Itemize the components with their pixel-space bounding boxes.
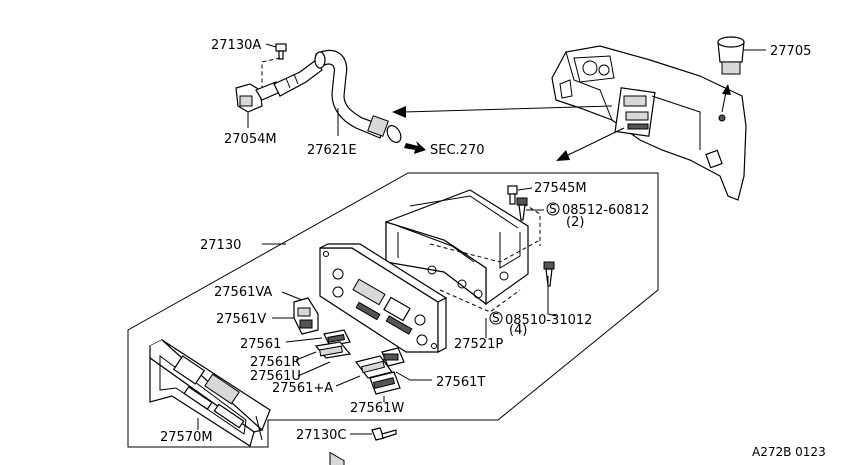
label-08510-qty: (4) <box>509 323 527 338</box>
symbol-s-1: S <box>549 202 557 216</box>
button-27561w <box>369 371 401 395</box>
label-27621e: 27621E <box>307 143 357 158</box>
label-27521p: 27521P <box>454 337 503 352</box>
label-27561v: 27561V <box>216 312 266 327</box>
label-27561r: 27561R <box>250 355 300 370</box>
label-27705: 27705 <box>770 44 811 59</box>
label-sec270: SEC.270 <box>430 143 485 158</box>
label-27130a: 27130A <box>211 38 261 53</box>
standard-part-symbol-icon-2 <box>489 311 503 325</box>
label-27561-plus-a: 27561+A <box>272 381 333 396</box>
label-27561w: 27561W <box>350 401 404 416</box>
knob-27561v <box>293 297 319 335</box>
bracket-27054m <box>235 81 281 113</box>
diagram-reference-code: A272B 0123 <box>752 445 826 459</box>
button-27561 <box>323 329 351 347</box>
button-27561r <box>314 341 352 359</box>
label-27561: 27561 <box>240 337 281 352</box>
label-08512-qty: (2) <box>566 215 584 230</box>
label-27130: 27130 <box>200 238 241 253</box>
hose-27621e <box>314 49 402 143</box>
screw-27130c <box>371 427 397 441</box>
screw-08510-31012 <box>543 261 555 287</box>
label-27054m: 27054M <box>224 132 277 147</box>
button-27561t <box>381 347 405 367</box>
label-27130c: 27130C <box>296 428 346 443</box>
control-panel-face <box>319 243 448 465</box>
button-27561-plus-a <box>354 355 394 379</box>
control-unit-housing-27521p <box>385 189 529 306</box>
label-27570m: 27570M <box>160 430 213 445</box>
arrow-sec270-icon <box>404 141 426 154</box>
symbol-s-2: S <box>492 311 500 325</box>
screw-08512-60812 <box>516 197 528 221</box>
label-27561u: 27561U <box>250 369 301 384</box>
label-08512-60812: 08512-60812 <box>562 203 649 218</box>
label-27561va: 27561VA <box>214 285 272 300</box>
bolt-27130a <box>275 43 287 60</box>
vent-grille-27705 <box>717 36 745 75</box>
finisher-bezel-27570m <box>148 339 271 447</box>
screw-27545m <box>507 185 518 205</box>
label-27545m: 27545M <box>534 181 587 196</box>
assembly-outline <box>127 172 659 448</box>
standard-part-symbol-icon <box>546 202 560 216</box>
instrument-panel <box>551 45 747 201</box>
label-08510-31012: 08510-31012 <box>505 313 592 328</box>
aspirator-hose-assembly <box>235 43 426 154</box>
label-27561t: 27561T <box>436 375 485 390</box>
